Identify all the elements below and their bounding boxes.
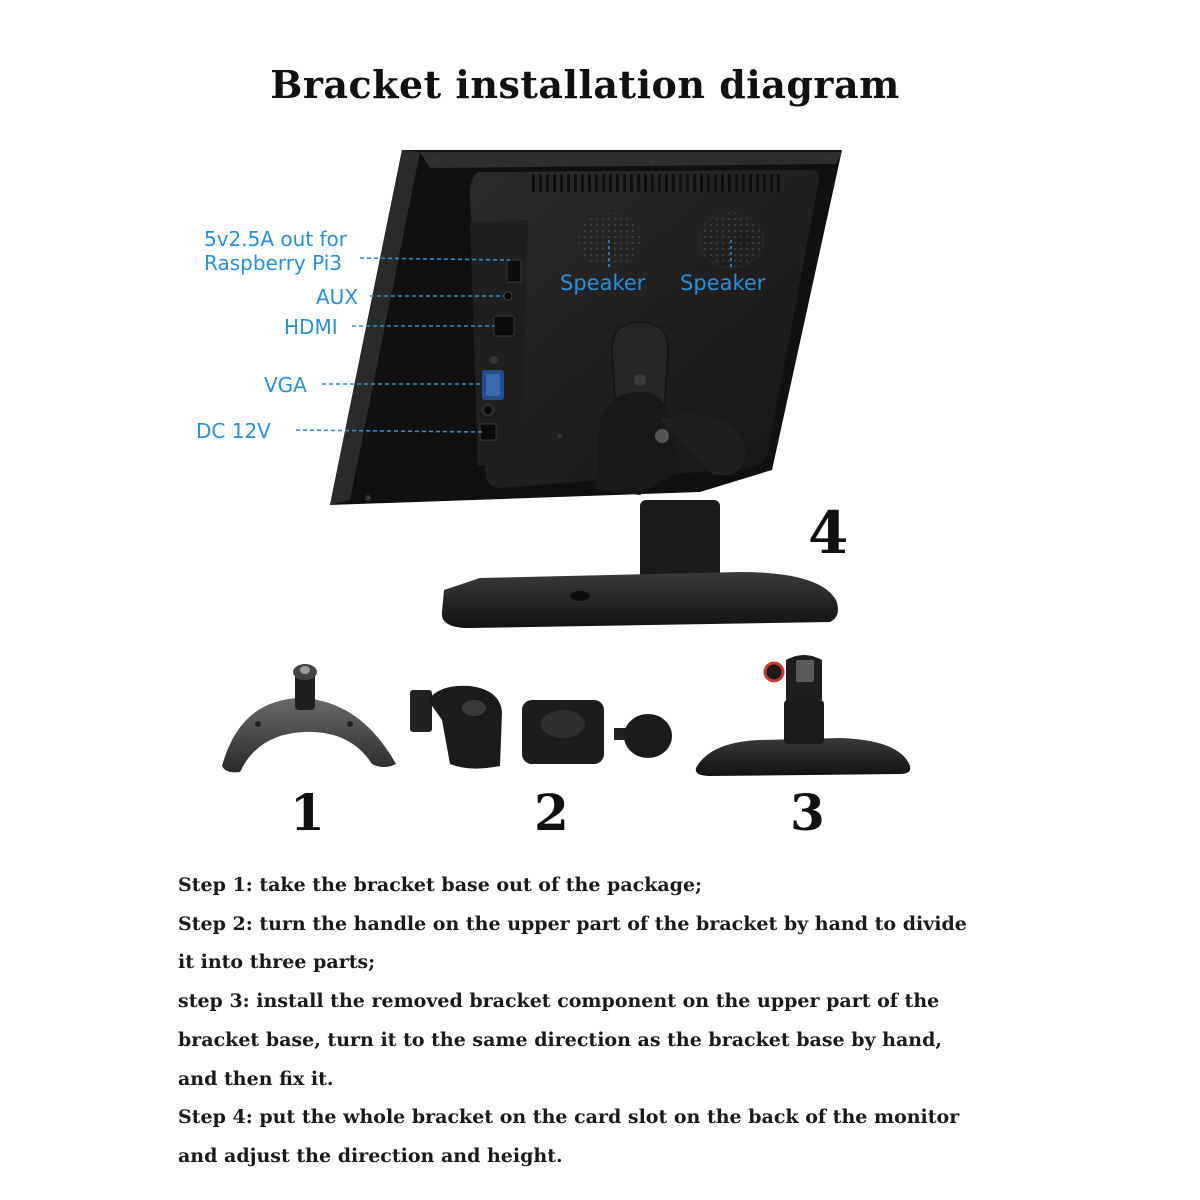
step-line: Step 2: turn the handle on the upper par… xyxy=(178,912,967,935)
bracket-diagram: 5v2.5A out for Raspberry Pi3 AUX HDMI VG… xyxy=(196,150,911,842)
label-hdmi: HDMI xyxy=(284,315,338,339)
assembled-bracket xyxy=(695,655,911,776)
step-line: and then fix it. xyxy=(178,1067,334,1090)
bracket-components xyxy=(410,685,672,769)
step-line: Step 1: take the bracket base out of the… xyxy=(178,874,703,896)
port-leader-lines xyxy=(295,257,511,433)
step-line: it into three parts; xyxy=(178,951,376,974)
step-line: step 3: install the removed bracket comp… xyxy=(178,990,940,1013)
step-number-4: 4 xyxy=(808,499,848,567)
speaker-markers xyxy=(608,240,732,268)
mounted-bracket xyxy=(441,321,838,628)
step-line: and adjust the direction and height. xyxy=(178,1144,563,1167)
label-speaker-right: Speaker xyxy=(680,271,766,295)
step-number-3: 3 xyxy=(790,783,825,842)
step-line: Step 4: put the whole bracket on the car… xyxy=(178,1106,960,1129)
step-number-1: 1 xyxy=(290,783,325,842)
label-vga: VGA xyxy=(264,373,307,397)
label-usb-line1: 5v2.5A out for xyxy=(204,227,348,251)
label-aux: AUX xyxy=(316,285,358,309)
installation-steps: Step 1: take the bracket base out of the… xyxy=(178,866,978,1176)
page-title: Bracket installation diagram xyxy=(270,62,900,107)
label-dc: DC 12V xyxy=(196,419,271,443)
bracket-base-part xyxy=(222,664,396,773)
step-line: bracket base, turn it to the same direct… xyxy=(178,1028,943,1051)
monitor-back xyxy=(330,150,842,505)
label-usb-line2: Raspberry Pi3 xyxy=(204,251,342,275)
step-number-2: 2 xyxy=(534,783,569,842)
label-speaker-left: Speaker xyxy=(560,271,646,295)
